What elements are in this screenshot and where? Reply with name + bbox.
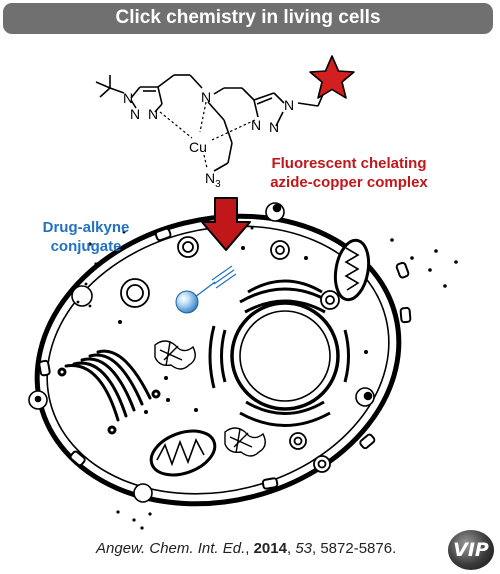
nucleus [208, 279, 350, 427]
title-banner: Click chemistry in living cells [3, 3, 493, 34]
fluorophore-star-icon [309, 55, 355, 99]
atom-n6: N [269, 119, 279, 135]
chemical-structure [95, 74, 325, 172]
atom-cu: Cu [189, 139, 207, 155]
citation-pages: 5872-5876. [320, 540, 397, 557]
centrosome-clusters [154, 340, 266, 457]
entry-arrow-icon [201, 197, 251, 251]
scattered-particles [76, 210, 458, 530]
page-title: Click chemistry in living cells [115, 7, 381, 28]
fluorescent-complex-label: Fluorescent chelating azide-copper compl… [270, 155, 428, 191]
vip-logo: VIP [448, 530, 494, 570]
golgi-apparatus [57, 349, 161, 435]
endocytic-pits [28, 202, 375, 503]
atom-n5: N [251, 117, 261, 133]
drug-alkyne-conjugate [175, 265, 237, 314]
citation-year: 2014 [253, 540, 287, 557]
citation-volume: 53 [295, 540, 312, 557]
mitochondrion-top [333, 238, 371, 302]
citation: Angew. Chem. Int. Ed., 2014, 53, 5872-58… [96, 540, 397, 557]
atom-n7: N [284, 97, 294, 113]
atom-n2: N [130, 106, 140, 122]
citation-journal: Angew. Chem. Int. Ed. [96, 540, 246, 557]
mitochondrion-bottom [149, 429, 217, 477]
atom-n1: N [123, 90, 133, 106]
atom-n4: N [201, 89, 211, 105]
atom-n3: N [148, 106, 158, 122]
membrane-channels [38, 227, 412, 490]
drug-alkyne-label: Drug-alkyne conjugate [42, 219, 130, 255]
azide-label: N3 [205, 170, 221, 190]
vesicles [120, 236, 340, 473]
